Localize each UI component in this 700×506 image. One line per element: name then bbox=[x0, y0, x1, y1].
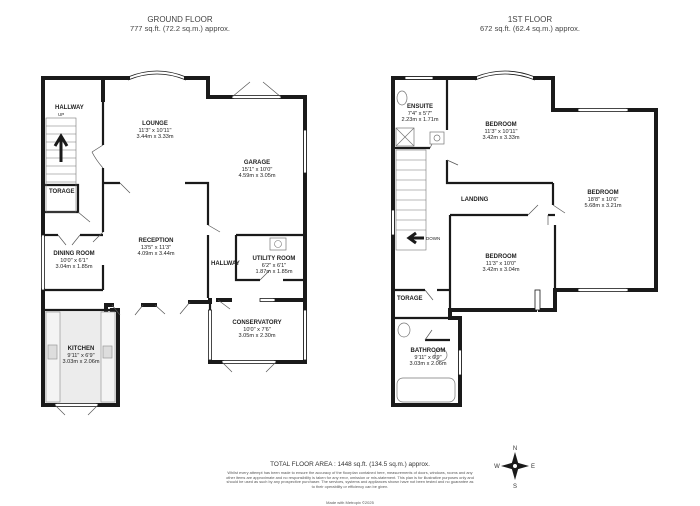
room-utility: UTILITY ROOM 6'2" x 6'1" 1.87m x 1.85m bbox=[240, 256, 308, 276]
first-interior-walls bbox=[393, 78, 557, 342]
ground-floor-title: GROUND FLOOR bbox=[147, 15, 213, 24]
room-imperial: 10'0" x 7'6" bbox=[243, 326, 271, 333]
room-imperial: 13'5" x 11'3" bbox=[140, 244, 172, 251]
compass-east-label: E bbox=[531, 464, 535, 470]
room-storage-first: TORAGE bbox=[397, 296, 423, 303]
room-hallway: HALLWAY bbox=[55, 105, 84, 112]
room-hallway-side: HALLWAY bbox=[211, 261, 240, 268]
ground-windows bbox=[41, 70, 307, 407]
ensuite-fixtures bbox=[395, 90, 445, 147]
room-name: DINING ROOM bbox=[53, 251, 95, 257]
ground-stair-arrow bbox=[53, 133, 69, 162]
first-floor-area: 672 sq.ft. (62.4 sq.m.) approx. bbox=[479, 24, 581, 33]
room-metric: 3.42m x 3.04m bbox=[482, 267, 520, 274]
ground-floor-header: GROUND FLOOR 777 sq.ft. (72.2 sq.m.) app… bbox=[95, 15, 265, 33]
up-text: UP bbox=[58, 112, 65, 117]
room-name: KITCHEN bbox=[67, 346, 95, 352]
room-name: GARAGE bbox=[243, 160, 271, 166]
room-imperial: 6'2" x 6'1" bbox=[261, 262, 287, 269]
ground-floor-plan bbox=[41, 70, 307, 416]
disclaimer: Whilst every attempt has been made to en… bbox=[226, 470, 474, 490]
first-floor-title: 1ST FLOOR bbox=[507, 15, 553, 24]
room-imperial: 9'11" x 6'9" bbox=[414, 354, 442, 361]
room-name: UTILITY ROOM bbox=[252, 256, 296, 262]
made-with-credit: Made with Metropix ©2025 bbox=[326, 500, 374, 505]
room-name: BEDROOM bbox=[485, 122, 517, 128]
first-stair-arrow bbox=[406, 231, 424, 245]
room-imperial: 7'4" x 5'7" bbox=[407, 110, 433, 117]
room-storage-ground: TORAGE bbox=[49, 189, 75, 196]
down-text: DOWN bbox=[426, 236, 441, 241]
room-name: ENSUITE bbox=[406, 104, 433, 110]
kitchen-units bbox=[45, 311, 116, 403]
utility-sink-bowl bbox=[274, 240, 282, 248]
bathroom-fixtures bbox=[396, 322, 456, 403]
room-name: BATHROOM bbox=[410, 348, 446, 354]
stair-down-label: DOWN bbox=[426, 236, 440, 243]
room-reception: RECEPTION 13'5" x 11'3" 4.09m x 3.44m bbox=[121, 238, 191, 258]
room-landing: LANDING bbox=[461, 197, 488, 204]
room-name: RECEPTION bbox=[138, 238, 174, 244]
room-name: TORAGE bbox=[397, 296, 423, 302]
compass-south-label: S bbox=[513, 484, 517, 490]
room-bedroom-2: BEDROOM 18'8" x 10'6" 5.68m x 3.21m bbox=[570, 190, 636, 210]
room-kitchen: KITCHEN 9'11" x 6'9" 3.03m x 2.06m bbox=[47, 346, 115, 366]
room-metric: 3.03m x 2.06m bbox=[62, 359, 100, 366]
room-metric: 4.59m x 3.05m bbox=[238, 173, 276, 180]
first-stairs bbox=[395, 149, 427, 251]
compass-west-label: W bbox=[494, 464, 500, 470]
room-metric: 3.42m x 3.33m bbox=[482, 135, 520, 142]
first-floor-plan bbox=[391, 70, 658, 407]
room-dining: DINING ROOM 10'0" x 6'1" 3.04m x 1.85m bbox=[44, 251, 104, 271]
room-bathroom: BATHROOM 9'11" x 6'9" 3.03m x 2.06m bbox=[398, 348, 458, 368]
room-metric: 4.09m x 3.44m bbox=[137, 251, 175, 258]
room-imperial: 18'8" x 10'6" bbox=[587, 196, 619, 203]
room-name: LANDING bbox=[461, 197, 489, 203]
room-name: BEDROOM bbox=[485, 254, 517, 260]
room-conservatory: CONSERVATORY 10'0" x 7'6" 3.05m x 2.30m bbox=[222, 320, 292, 340]
room-garage: GARAGE 15'1" x 10'0" 4.59m x 3.05m bbox=[222, 160, 292, 180]
room-name: TORAGE bbox=[49, 189, 75, 195]
compass-north-label: N bbox=[513, 446, 517, 452]
room-name: LOUNGE bbox=[142, 121, 168, 127]
ground-floor-area: 777 sq.ft. (72.2 sq.m.) approx. bbox=[129, 24, 231, 33]
compass: N E S W bbox=[494, 446, 535, 490]
room-metric: 1.87m x 1.85m bbox=[255, 269, 293, 276]
room-imperial: 11'3" x 10'0" bbox=[485, 260, 517, 267]
room-bedroom-3: BEDROOM 11'3" x 10'0" 3.42m x 3.04m bbox=[466, 254, 536, 274]
room-metric: 2.23m x 1.71m bbox=[401, 117, 439, 124]
room-imperial: 10'0" x 6'1" bbox=[60, 257, 88, 264]
room-name: HALLWAY bbox=[55, 105, 84, 111]
ground-stairs bbox=[45, 117, 77, 213]
first-floor-header: 1ST FLOOR 672 sq.ft. (62.4 sq.m.) approx… bbox=[445, 15, 615, 33]
room-imperial: 11'3" x 10'11" bbox=[484, 128, 518, 135]
room-metric: 3.03m x 2.06m bbox=[409, 361, 447, 368]
room-metric: 3.44m x 3.33m bbox=[136, 134, 174, 141]
room-metric: 5.68m x 3.21m bbox=[584, 203, 622, 210]
room-ensuite: ENSUITE 7'4" x 5'7" 2.23m x 1.71m bbox=[396, 104, 444, 124]
room-imperial: 11'3" x 10'11" bbox=[138, 127, 172, 134]
room-imperial: 15'1" x 10'0" bbox=[241, 166, 273, 173]
room-lounge: LOUNGE 11'3" x 10'11" 3.44m x 3.33m bbox=[120, 121, 190, 141]
ground-centre-block bbox=[105, 78, 208, 298]
room-imperial: 9'11" x 6'9" bbox=[67, 352, 95, 359]
total-floor-area: TOTAL FLOOR AREA : 1448 sq.ft. (134.5 sq… bbox=[270, 461, 430, 468]
stair-up-label: UP bbox=[58, 112, 64, 119]
first-doors bbox=[424, 137, 566, 341]
room-name: CONSERVATORY bbox=[232, 320, 282, 326]
room-metric: 3.04m x 1.85m bbox=[55, 264, 93, 271]
ground-doors bbox=[54, 81, 282, 416]
room-bedroom-1: BEDROOM 11'3" x 10'11" 3.42m x 3.33m bbox=[466, 122, 536, 142]
room-metric: 3.05m x 2.30m bbox=[238, 333, 276, 340]
ground-outer-walls bbox=[41, 76, 307, 407]
utility-sink bbox=[269, 237, 287, 251]
room-name: BEDROOM bbox=[587, 190, 619, 196]
first-windows bbox=[391, 70, 629, 376]
room-name: HALLWAY bbox=[211, 261, 240, 267]
